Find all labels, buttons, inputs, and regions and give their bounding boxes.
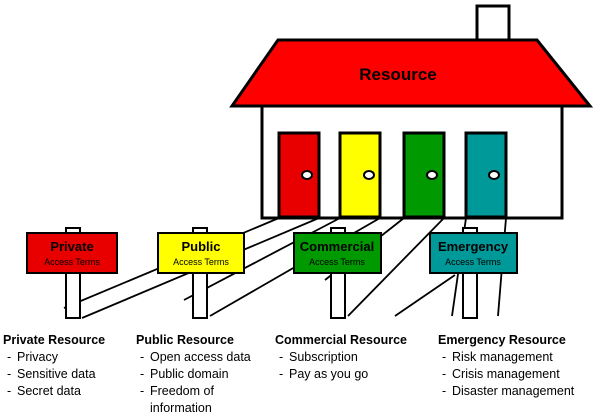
sign-subtitle: Access Terms	[445, 257, 501, 267]
list-item: -Freedom of information	[140, 384, 214, 415]
resource-list: -Subscription -Pay as you go	[275, 349, 407, 383]
sign-subtitle: Access Terms	[44, 257, 100, 267]
list-item: -Risk management	[442, 350, 553, 364]
door-knob	[363, 170, 375, 180]
list-item: -Privacy	[7, 350, 58, 364]
resource-title: Public Resource	[136, 333, 234, 347]
list-item: -Subscription	[279, 350, 358, 364]
sign-title: Commercial	[300, 239, 374, 254]
private-resource-block: Private Resource -Privacy -Sensitive dat…	[3, 332, 105, 400]
door-knob	[488, 170, 500, 180]
list-item: -Public domain	[140, 367, 229, 381]
list-item: -Crisis management	[442, 367, 560, 381]
chimney	[475, 4, 511, 44]
sign-title: Public	[181, 239, 220, 254]
emergency-resource-block: Emergency Resource -Risk management -Cri…	[438, 332, 574, 400]
resource-list: -Privacy -Sensitive data -Secret data	[3, 349, 105, 400]
sign-emergency: Emergency Access Terms	[429, 227, 518, 319]
sign-private: Private Access Terms	[26, 227, 118, 319]
list-item: -Pay as you go	[279, 367, 369, 381]
resource-list: -Risk management -Crisis management -Dis…	[438, 349, 574, 400]
resource-title: Private Resource	[3, 333, 106, 347]
door-knob	[426, 170, 438, 180]
door-public	[338, 131, 382, 219]
resource-title: Commercial Resource	[275, 333, 408, 347]
door-commercial	[402, 131, 446, 219]
list-item: -Disaster management	[442, 384, 575, 398]
resource-list: -Open access data -Public domain -Freedo…	[136, 349, 260, 417]
sign-board	[157, 232, 245, 274]
resource-title: Emergency Resource	[438, 333, 566, 347]
door-private	[277, 131, 321, 219]
house-title: Resource	[359, 65, 436, 84]
house-roof	[229, 38, 594, 108]
door-emergency	[464, 131, 508, 219]
list-item: -Secret data	[7, 384, 81, 398]
sign-public: Public Access Terms	[157, 227, 245, 319]
sign-title: Private	[50, 239, 93, 254]
list-item: -Open access data	[140, 350, 251, 364]
sign-commercial: Commercial Access Terms	[293, 227, 382, 319]
sign-subtitle: Access Terms	[173, 257, 229, 267]
sign-board	[26, 232, 118, 274]
public-resource-block: Public Resource -Open access data -Publi…	[136, 332, 260, 417]
sign-subtitle: Access Terms	[309, 257, 365, 267]
sign-board	[429, 232, 518, 274]
sign-title: Emergency	[438, 239, 509, 254]
list-item: -Sensitive data	[7, 367, 96, 381]
sign-board	[293, 232, 382, 274]
commercial-resource-block: Commercial Resource -Subscription -Pay a…	[275, 332, 407, 383]
door-knob	[301, 170, 313, 180]
